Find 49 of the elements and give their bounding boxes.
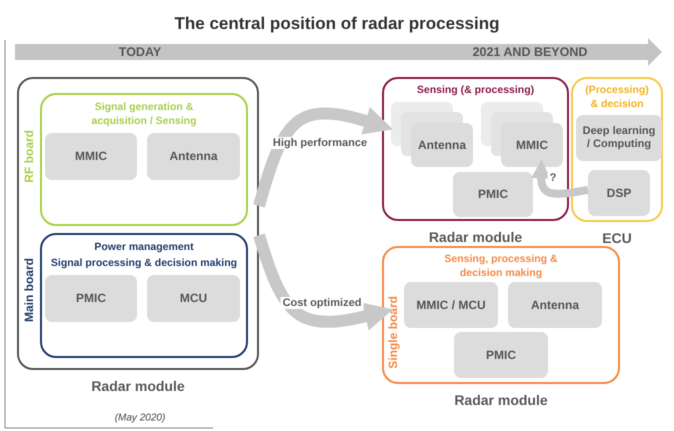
component-box	[454, 332, 548, 378]
component-box	[45, 133, 137, 180]
component-label: PMIC	[485, 348, 517, 362]
component-label: MMIC	[74, 149, 108, 164]
component-label: Antenna	[168, 149, 219, 164]
group-heading: Sensing (& processing)	[416, 84, 536, 98]
group-caption: Radar module	[453, 392, 549, 408]
group-heading: (Processing) & decision	[584, 84, 650, 112]
component-box	[576, 115, 662, 161]
group-caption: ECU	[601, 230, 633, 246]
component-label: Antenna	[530, 298, 580, 312]
source-note: (May 2020)	[114, 412, 166, 424]
board-label: RF board	[22, 130, 36, 183]
component-box	[508, 282, 602, 328]
component-box	[404, 282, 498, 328]
component-label: MMIC / MCU	[415, 298, 487, 312]
group-caption: Radar module	[428, 229, 524, 245]
component-label: Deep learning / Computing	[582, 124, 656, 152]
board-label: Single board	[386, 296, 400, 369]
group-heading: Signal processing & decision making	[50, 257, 238, 271]
component-label: MMIC	[515, 138, 549, 152]
board-label: Main board	[22, 258, 36, 322]
curved-arrow	[531, 159, 589, 198]
component-box	[501, 123, 563, 167]
group-heading: Sensing, processing & decision making	[443, 253, 559, 280]
component-box	[147, 133, 240, 180]
edge-label: High performance	[270, 137, 370, 149]
title: The central position of radar processing	[174, 14, 500, 34]
edge-label: ?	[548, 172, 558, 184]
group-box	[40, 93, 248, 226]
component-box	[411, 123, 473, 167]
component-box	[45, 275, 137, 322]
timeline-label: TODAY	[118, 45, 162, 59]
component-label: PMIC	[75, 291, 107, 306]
group-heading: Signal generation & acquisition / Sensing	[90, 101, 198, 128]
curved-arrow	[253, 233, 394, 330]
component-label: PMIC	[477, 187, 509, 202]
component-label: DSP	[606, 186, 632, 200]
edge-label: Cost optimized	[280, 297, 364, 309]
timeline-label: 2021 AND BEYOND	[472, 45, 588, 59]
component-label: MCU	[178, 291, 208, 306]
group-box	[40, 233, 248, 358]
group-caption: Radar module	[90, 378, 186, 394]
component-box	[147, 275, 240, 322]
curved-arrow	[253, 107, 393, 208]
group-heading: Power management	[93, 241, 195, 255]
component-box	[588, 170, 650, 216]
component-box	[453, 172, 533, 217]
component-label: Antenna	[417, 138, 468, 152]
